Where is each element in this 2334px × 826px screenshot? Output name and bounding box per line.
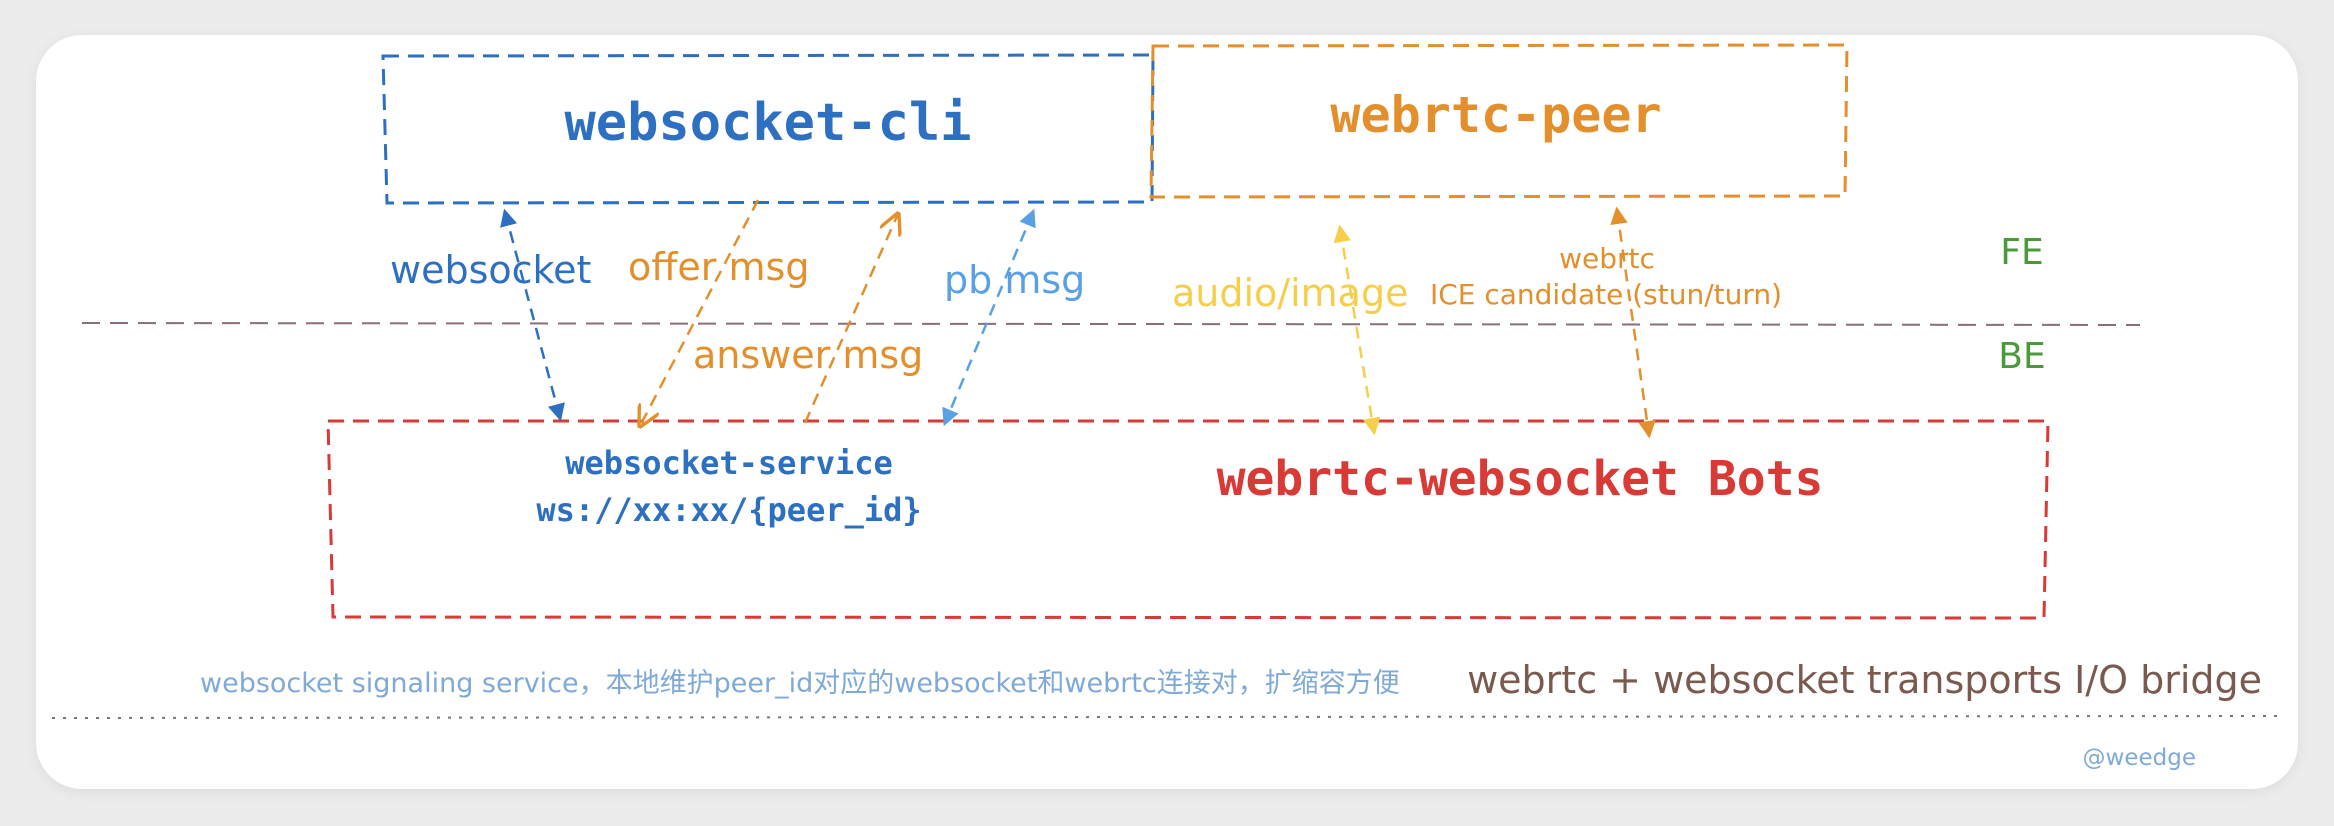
answer-msg-arrow (803, 214, 898, 424)
pb-msg-arrow (942, 208, 1036, 427)
diagram-card (36, 35, 2298, 789)
webrtc-peer-box (1149, 43, 1849, 199)
bots-label: webrtc-websocket Bots (1217, 451, 1824, 507)
websocket-edge-label: websocket (390, 248, 591, 292)
websocket-service-label: websocket-service (565, 444, 893, 482)
offer-msg-arrow (640, 199, 760, 426)
ice-candidate-label: ICE candidate (stun/turn) (1430, 278, 1782, 311)
answer-msg-label: answer msg (693, 333, 923, 377)
fe-layer-label: FE (2000, 232, 2043, 273)
websocket-service-url: ws://xx:xx/{peer_id} (536, 491, 921, 529)
offer-msg-label: offer msg (628, 245, 809, 289)
websocket-cli-label: websocket-cli (565, 93, 972, 153)
audio-image-arrow (1333, 224, 1381, 436)
bridge-caption: webrtc + websocket transports I/O bridge (1467, 658, 2262, 702)
footer-divider (51, 715, 2279, 719)
pb-msg-label: pb msg (944, 258, 1085, 302)
signaling-note: websocket signaling service，本地维护peer_id对… (200, 668, 1400, 699)
websocket-cli-box (381, 53, 1155, 205)
websocket-arrow (500, 208, 565, 422)
be-layer-label: BE (1998, 336, 2045, 377)
author-credit: @weedge (2083, 745, 2196, 771)
audio-image-label: audio/image (1172, 271, 1408, 315)
webrtc-ice-arrow (1610, 206, 1656, 439)
webrtc-peer-label: webrtc-peer (1330, 86, 1661, 144)
webrtc-edge-label: webrtc (1559, 242, 1655, 275)
fe-be-divider (81, 322, 2141, 326)
